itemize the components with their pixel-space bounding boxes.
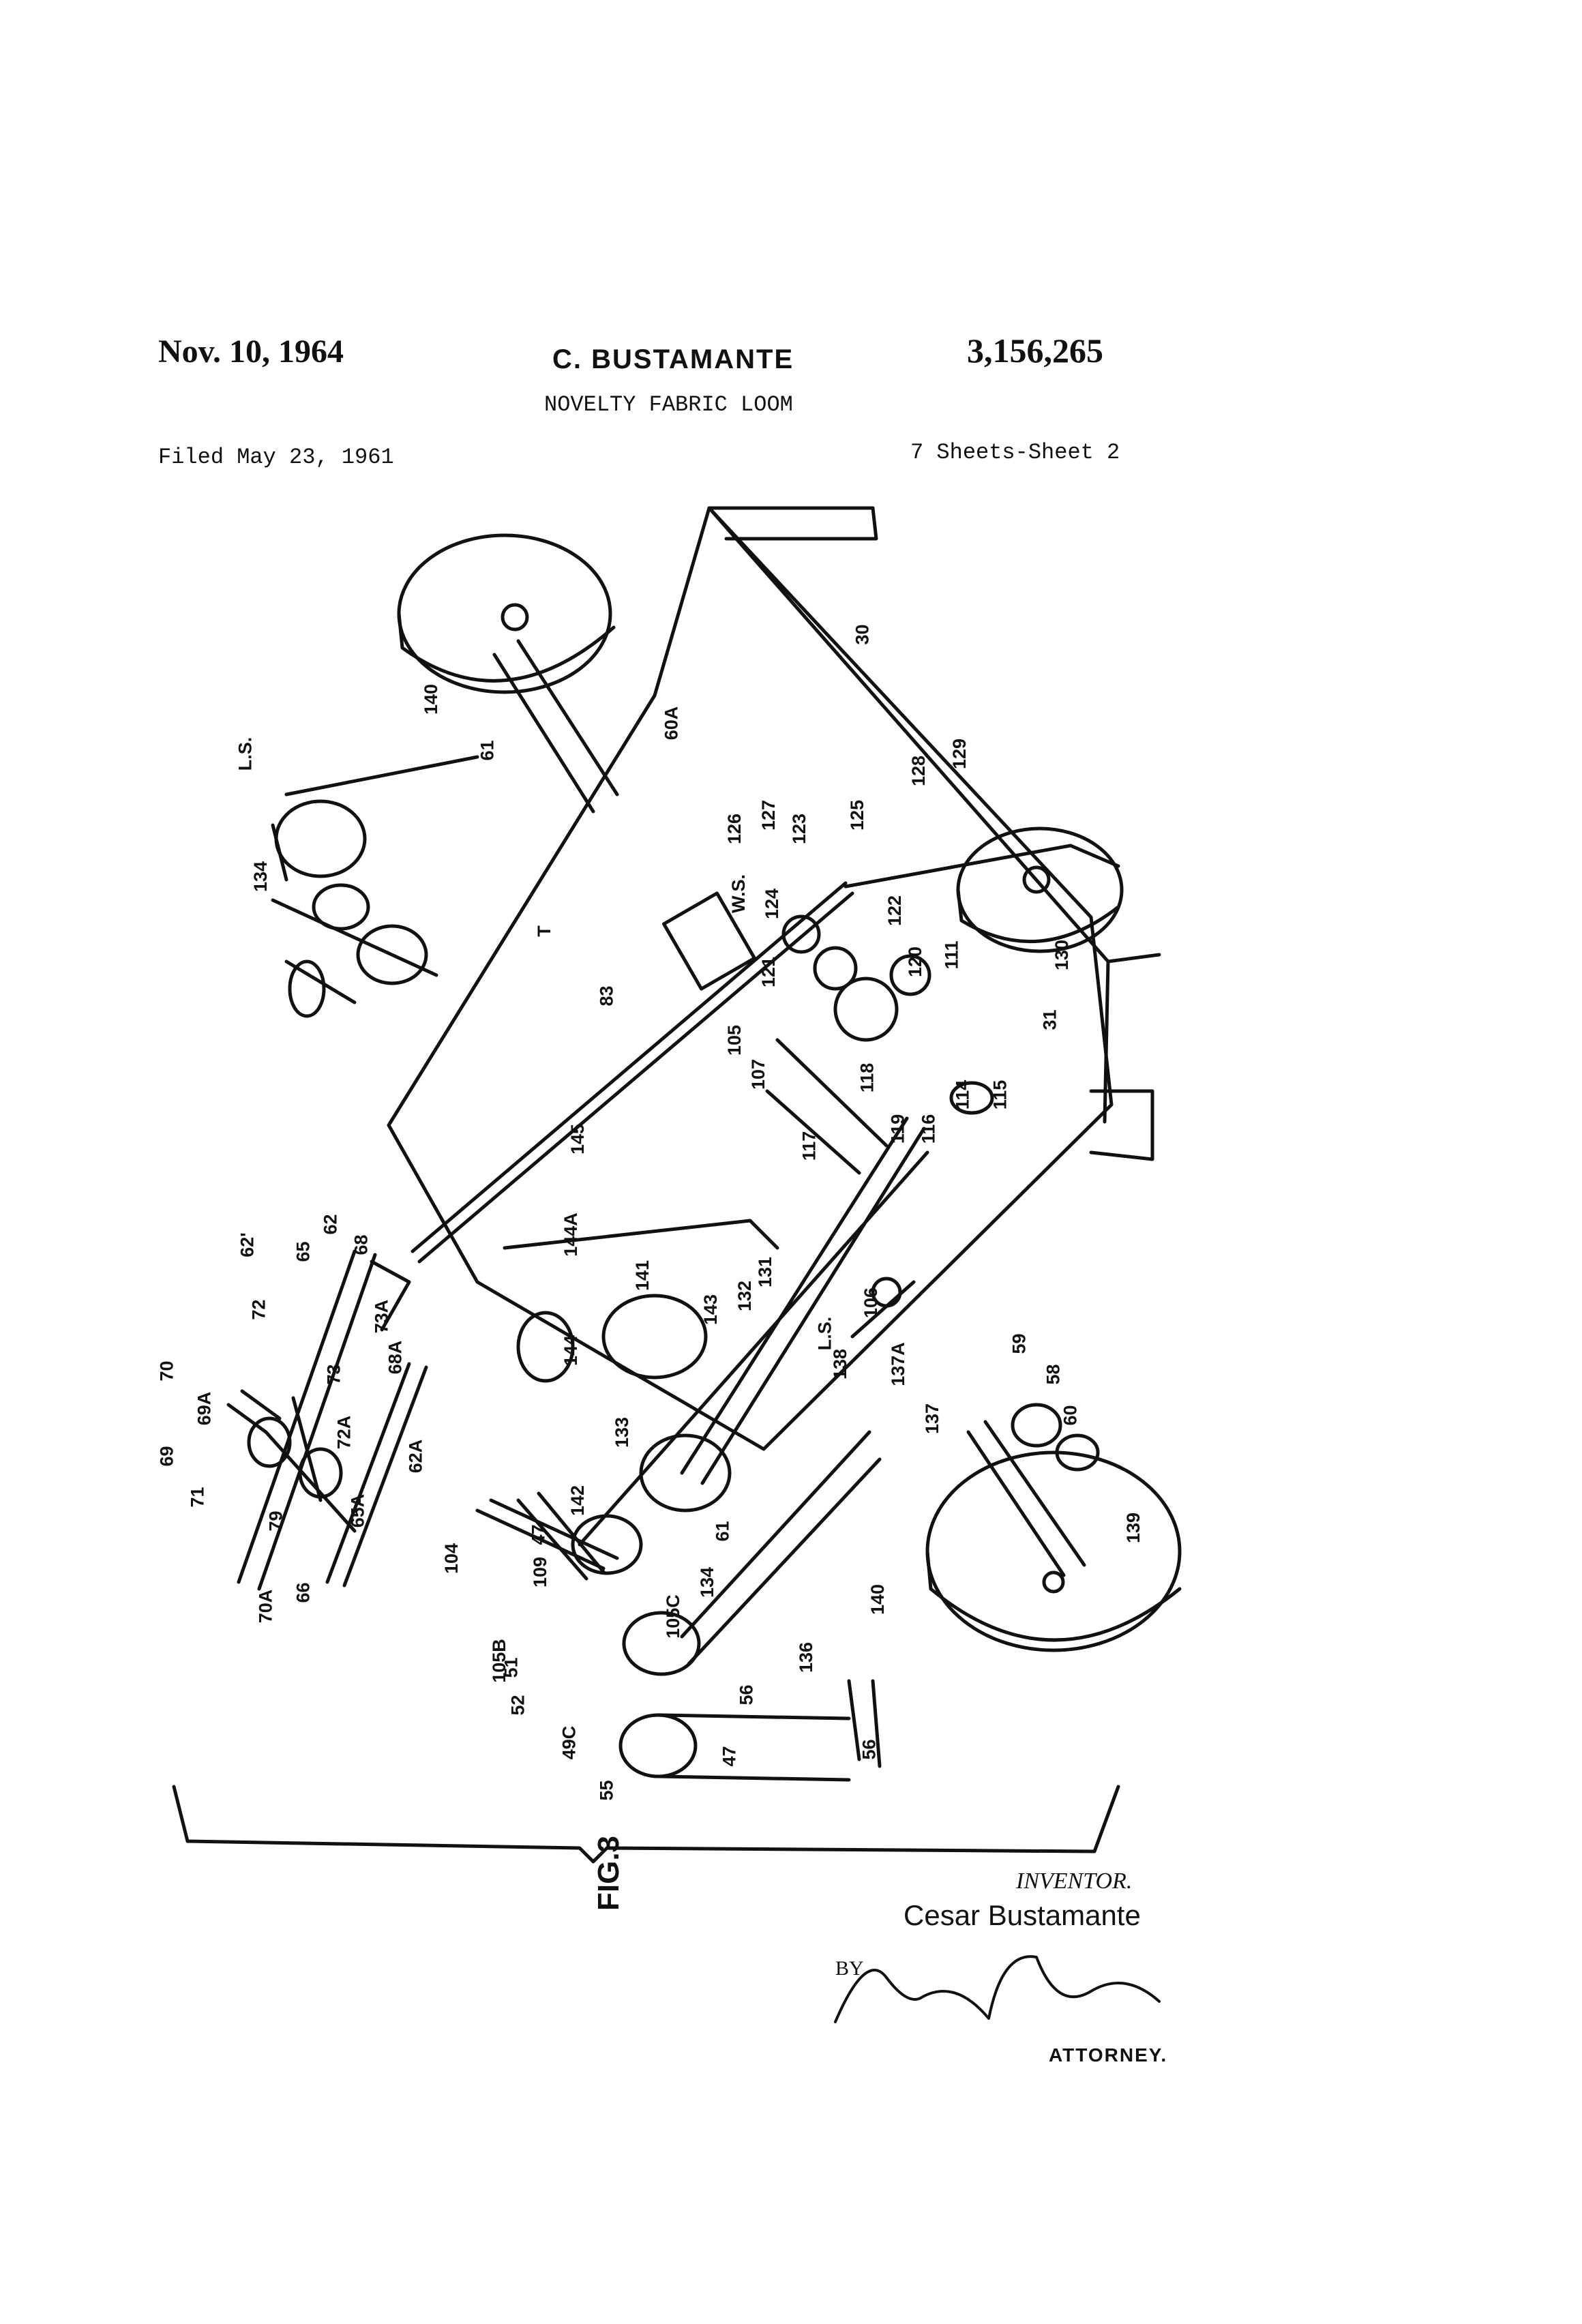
spool-ls-top [276, 801, 365, 876]
label-127: 127 [758, 800, 779, 831]
label-69a: 69A [194, 1392, 215, 1426]
label-120: 120 [905, 947, 926, 977]
label-136: 136 [796, 1642, 817, 1673]
label-72a: 72A [333, 1416, 355, 1450]
label-142: 142 [567, 1485, 588, 1516]
label-131: 131 [755, 1257, 776, 1287]
label-72: 72 [249, 1299, 270, 1320]
label-139: 139 [1123, 1513, 1144, 1543]
label-144a: 144A [561, 1212, 582, 1257]
label-111: 111 [942, 940, 963, 969]
shuttle-bar [413, 883, 852, 1262]
label-137a: 137A [888, 1342, 909, 1386]
label-66: 66 [293, 1582, 314, 1603]
label-55: 55 [597, 1780, 618, 1800]
label-65a: 65A [347, 1494, 368, 1528]
label-62a: 62A [405, 1440, 426, 1474]
label-144: 144 [561, 1335, 582, 1366]
label-107: 107 [748, 1059, 769, 1090]
label-140-lower: 140 [867, 1584, 889, 1615]
label-61-lower: 61 [713, 1521, 734, 1541]
label-132: 132 [734, 1281, 756, 1311]
label-118: 118 [856, 1063, 878, 1093]
label-121: 121 [758, 957, 779, 987]
label-105: 105 [724, 1025, 745, 1056]
inventor-name: Cesar Bustamante [904, 1899, 1141, 1932]
label-60a: 60A [661, 706, 682, 741]
label-30: 30 [852, 624, 874, 644]
label-ls-lower: L.S. [814, 1317, 835, 1351]
label-114: 114 [952, 1080, 973, 1110]
label-130: 130 [1051, 940, 1073, 970]
by-label: BY [835, 1957, 864, 1980]
label-58: 58 [1043, 1364, 1064, 1384]
label-60: 60 [1060, 1405, 1081, 1425]
label-51: 51 [501, 1657, 522, 1678]
disc-bottom [927, 1452, 1180, 1650]
label-70: 70 [157, 1360, 178, 1381]
label-65: 65 [293, 1241, 314, 1262]
label-56-top: 56 [736, 1684, 758, 1705]
fig-bracket [174, 1787, 1118, 1862]
label-71: 71 [188, 1487, 209, 1507]
label-70a: 70A [255, 1590, 276, 1624]
label-140: 140 [421, 684, 442, 715]
label-73a: 73A [371, 1300, 392, 1334]
label-106: 106 [861, 1287, 882, 1318]
label-116: 116 [918, 1114, 939, 1144]
label-134-lower: 134 [697, 1567, 718, 1598]
signature [835, 1956, 1159, 2022]
label-56-lower: 56 [859, 1739, 880, 1759]
label-62prime: 62' [237, 1232, 258, 1257]
label-47-lower: 47 [719, 1746, 741, 1766]
label-73: 73 [324, 1364, 345, 1384]
label-126: 126 [724, 814, 745, 844]
label-31: 31 [1040, 1009, 1061, 1030]
label-68: 68 [351, 1234, 372, 1255]
figure-label: FIG.3 [592, 1836, 626, 1911]
label-79: 79 [266, 1510, 287, 1531]
label-115: 115 [989, 1080, 1011, 1110]
label-145: 145 [567, 1124, 588, 1154]
label-143: 143 [700, 1294, 721, 1325]
label-61: 61 [477, 740, 498, 760]
label-47-top: 47 [528, 1524, 550, 1545]
pulley-55 [621, 1715, 696, 1776]
label-104: 104 [441, 1543, 462, 1574]
attorney-label: ATTORNEY. [1049, 2044, 1167, 2066]
label-49c: 49C [558, 1726, 580, 1760]
label-69: 69 [157, 1446, 178, 1466]
label-141: 141 [632, 1260, 653, 1291]
label-ls: L.S. [235, 737, 256, 771]
label-52: 52 [508, 1695, 529, 1715]
label-83: 83 [597, 985, 618, 1006]
label-137: 137 [922, 1403, 943, 1434]
inventor-label: INVENTOR. [1016, 1868, 1132, 1894]
label-t-top: T [534, 925, 555, 937]
label-59: 59 [1009, 1333, 1030, 1354]
label-117: 117 [799, 1131, 820, 1161]
label-68a: 68A [385, 1341, 406, 1375]
label-124: 124 [762, 889, 783, 919]
label-128: 128 [908, 756, 929, 786]
label-138: 138 [830, 1349, 851, 1380]
label-122: 122 [884, 895, 906, 926]
label-109: 109 [530, 1557, 551, 1588]
label-123: 123 [789, 814, 810, 844]
label-133: 133 [612, 1417, 633, 1448]
label-134: 134 [250, 861, 271, 892]
label-125: 125 [847, 800, 868, 831]
label-129: 129 [949, 739, 970, 769]
label-ws: W.S. [728, 874, 749, 913]
label-62: 62 [320, 1214, 342, 1234]
label-105c: 105C [663, 1594, 684, 1639]
label-119: 119 [887, 1114, 908, 1144]
